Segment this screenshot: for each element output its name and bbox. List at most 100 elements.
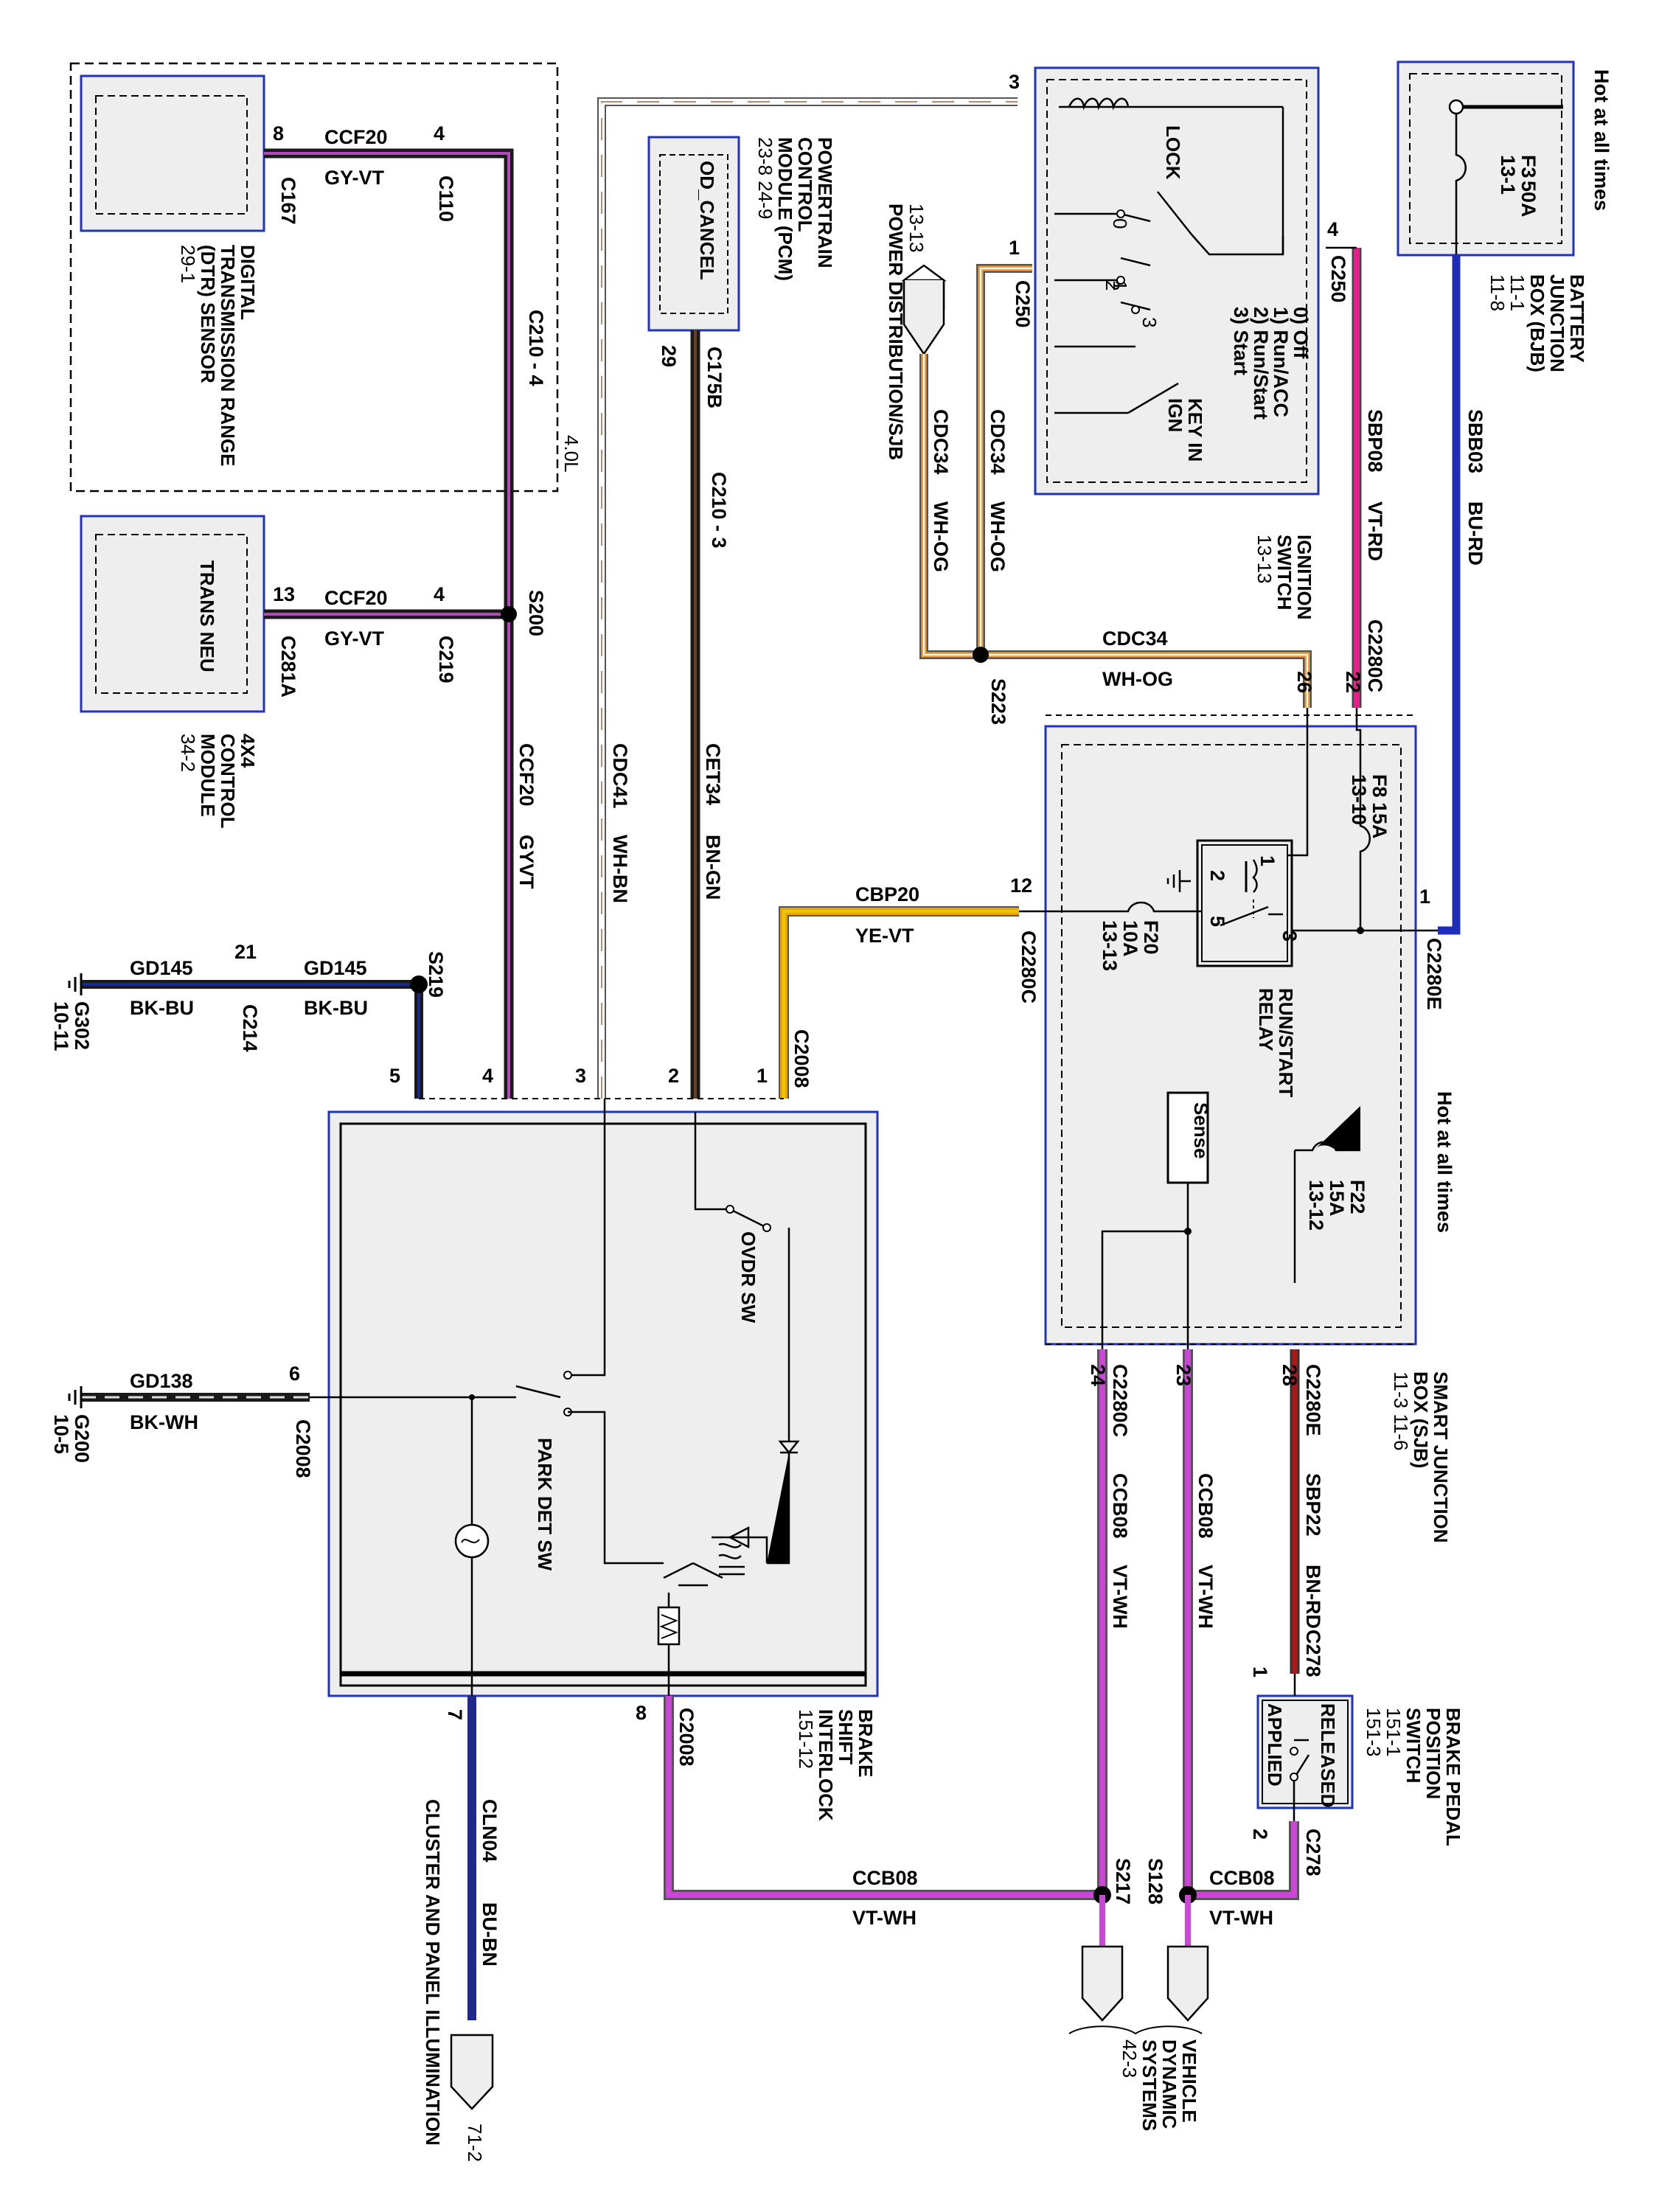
lock-label: LOCK xyxy=(1162,125,1184,180)
sbb03-color: BU-RD xyxy=(1464,501,1486,566)
ignition-switch-ref: 13-13 xyxy=(1253,535,1276,584)
ignition-switch-label-2: SWITCH xyxy=(1273,535,1295,611)
ign-pos1-text: 1) Run/ACC xyxy=(1270,307,1292,417)
cdc34-horiz-circuit: CDC34 xyxy=(1102,627,1168,650)
ign-pos2-text: 2) Run/Start xyxy=(1250,307,1272,420)
pin-22: 22 xyxy=(1342,671,1364,693)
relay-pin-3: 3 xyxy=(1279,931,1301,942)
ign-pos-2: 2 xyxy=(1102,280,1124,291)
dtr-label-2: TRANSMISSION RANGE xyxy=(217,245,239,466)
dtr-sensor-module: DIGITAL TRANSMISSION RANGE (DTR) SENSOR … xyxy=(80,74,265,466)
pcm-module: OD_CANCEL POWERTRAIN CONTROL MODULE (PCM… xyxy=(647,136,836,332)
s219-label: S219 xyxy=(425,951,447,998)
bsi-pin-5: 5 xyxy=(389,1065,400,1087)
bjb-hot: Hot at all times xyxy=(1590,69,1613,211)
g200-label: G200 xyxy=(71,1414,93,1463)
bsi-pin-8: 8 xyxy=(636,1702,647,1724)
f22-rating: 15A xyxy=(1326,1180,1348,1217)
pin-1-c278: 1 xyxy=(1249,1666,1271,1677)
gd145-right-circuit: GD145 xyxy=(304,957,367,979)
pin-3-ign: 3 xyxy=(1009,71,1020,93)
pcm-ref: 23-8 24-9 xyxy=(754,137,776,219)
cbp20-color: YE-VT xyxy=(855,925,914,947)
brake-pedal-label-2: POSITION xyxy=(1422,1708,1444,1799)
key-in-ign-1: KEY IN xyxy=(1184,398,1206,462)
vds-connectors: VEHICLE DYNAMIC SYSTEMS 42-3 xyxy=(1068,1945,1209,2131)
cet34-color: BN-GN xyxy=(702,835,724,900)
vds-label-2: DYNAMIC xyxy=(1158,2039,1180,2129)
ccb08-bottom-circuit: CCB08 xyxy=(852,1867,918,1889)
pcm-label-1: POWERTRAIN xyxy=(814,137,836,268)
wire-sbb03 xyxy=(1438,255,1461,935)
power-dist-label: POWER DISTRIBUTION/SJB xyxy=(885,204,907,460)
pin-4-c110: 4 xyxy=(434,122,445,145)
ccf20-4x4-circuit: CCF20 xyxy=(324,587,388,609)
bsi-label-2: SHIFT xyxy=(835,1709,857,1764)
ccf20-dtr-circuit: CCF20 xyxy=(324,126,388,148)
s223-label: S223 xyxy=(987,678,1009,725)
wire-ccb08 xyxy=(664,1349,1299,1947)
ign-pos3-text: 3) Start xyxy=(1230,307,1252,375)
pin-13-c281a: 13 xyxy=(273,583,295,605)
wire-gd138 xyxy=(68,1386,310,1408)
wire-sbp08 xyxy=(1326,246,1362,708)
od-cancel-label: OD_CANCEL xyxy=(696,161,718,280)
pin-8-c167: 8 xyxy=(273,122,284,145)
ccf20-4x4-color: GY-VT xyxy=(324,627,385,650)
cluster-label: CLUSTER AND PANEL ILLUMINATION xyxy=(422,1799,444,2146)
ccf20-dtr-color: GY-VT xyxy=(324,167,385,189)
sbb03-circuit: SBB03 xyxy=(1464,409,1486,473)
wire-ccf20-dtr xyxy=(264,148,517,1099)
ccb08-right-circuit: CCB08 xyxy=(1209,1867,1275,1889)
c2008-gd138-label: C2008 xyxy=(292,1419,314,1478)
gd145-right-color: BK-BU xyxy=(304,997,368,1019)
power-distribution-connector: POWER DISTRIBUTION/SJB 13-13 xyxy=(885,204,947,460)
g200-ref: 10-5 xyxy=(50,1414,72,1454)
brake-shift-interlock: OVDR SW PARK DET SW BRAKE SHIFT INTERLOC… xyxy=(310,1091,879,1821)
wire-cbp20 xyxy=(779,906,1019,1099)
c219-label: C219 xyxy=(435,636,457,684)
c2280c-bottom-label: C2280C xyxy=(1109,1364,1131,1437)
wire-cdc34 xyxy=(919,264,1312,708)
f20-label: F20 xyxy=(1140,920,1162,955)
ign-pos0-text: 0) Off xyxy=(1290,307,1312,360)
cln04-color: BU-BN xyxy=(479,1902,501,1966)
bjb-ref-1: 11-1 xyxy=(1506,274,1528,311)
ignition-switch-label-1: IGNITION xyxy=(1293,535,1315,620)
bsi-ref: 151-12 xyxy=(795,1709,817,1769)
ccb08-24-color: VT-WH xyxy=(1109,1565,1131,1629)
pcm-label-3: MODULE (PCM) xyxy=(774,137,796,281)
cdc34-left-circuit: CDC34 xyxy=(930,409,952,475)
relay-pin-2: 2 xyxy=(1206,870,1228,881)
bjb-label-3: BOX (BJB) xyxy=(1526,274,1548,372)
f3-rating: 50A xyxy=(1517,181,1540,218)
bjb-label-2: JUNCTION xyxy=(1546,274,1568,372)
bsi-pin-1: 1 xyxy=(757,1065,768,1087)
gd145-left-color: BK-BU xyxy=(130,997,194,1019)
cdc41-color: WH-BN xyxy=(609,835,631,903)
c2008-bottom-label: C2008 xyxy=(675,1708,698,1767)
bsi-pin-2: 2 xyxy=(668,1065,679,1087)
four-x-four-label-1: 4X4 xyxy=(237,734,259,768)
pin-21: 21 xyxy=(234,941,257,963)
brake-pedal-position-switch: RELEASED APPLIED BRAKE PEDAL POSITION SW… xyxy=(1256,1694,1464,1846)
key-in-ign-2: IGN xyxy=(1164,398,1186,432)
dtr-label-3: (DTR) SENSOR xyxy=(197,245,219,383)
option-4-0l-box xyxy=(69,62,559,493)
c2280e-top-label: C2280E xyxy=(1423,938,1445,1010)
f8-label: F8 xyxy=(1368,774,1391,798)
c214-label: C214 xyxy=(239,1004,261,1052)
pin-29: 29 xyxy=(658,345,680,367)
c250-sbp08-label: C250 xyxy=(1327,255,1349,303)
pin-28: 28 xyxy=(1279,1364,1301,1386)
pin-1-c2280e: 1 xyxy=(1419,886,1430,908)
f22-ref: 13-12 xyxy=(1305,1180,1327,1231)
pin-4-c219: 4 xyxy=(434,583,445,605)
c167-label: C167 xyxy=(277,177,299,225)
c210-4-label: C210 - 4 xyxy=(525,310,547,386)
applied-label: APPLIED xyxy=(1264,1703,1286,1787)
four-x-four-ref: 34-2 xyxy=(177,734,199,772)
bsi-label-1: BRAKE xyxy=(855,1709,877,1777)
brake-pedal-ref-1: 151-1 xyxy=(1382,1708,1405,1757)
